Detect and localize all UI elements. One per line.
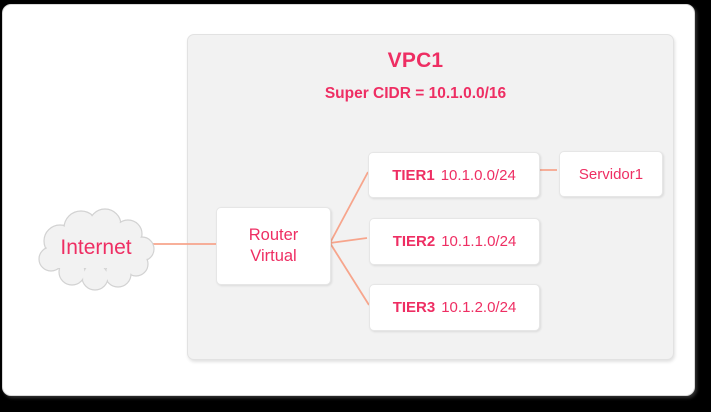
tier2-node: TIER2 10.1.1.0/24 [369,218,540,265]
vpc-cidr-subtitle: Super CIDR = 10.1.0.0/16 [324,85,507,102]
diagram-canvas: VPC1 Super CIDR = 10.1.0.0/16 [2,4,695,396]
internet-label: Internet [60,236,132,259]
tier2-cidr: 10.1.1.0/24 [441,233,517,250]
servidor1-node: Servidor1 [559,151,663,197]
tier3-name: TIER3 [392,299,436,316]
servidor1-label: Servidor1 [578,165,644,183]
router-label-line1: Router [248,225,299,244]
tier3-cidr: 10.1.2.0/24 [441,299,517,316]
tier2-name: TIER2 [392,233,436,250]
router-label-line2: Virtual [250,247,297,265]
cloud-icon [38,208,155,291]
router-virtual-node: Router Virtual [216,207,331,285]
tier3-node: TIER3 10.1.2.0/24 [369,284,540,331]
internet-cloud: Internet [33,201,159,295]
tier1-node: TIER1 10.1.0.0/24 [368,152,540,198]
tier1-name: TIER1 [392,166,435,184]
vpc-title: VPC1 [387,49,444,72]
tier1-cidr: 10.1.0.0/24 [440,166,516,184]
